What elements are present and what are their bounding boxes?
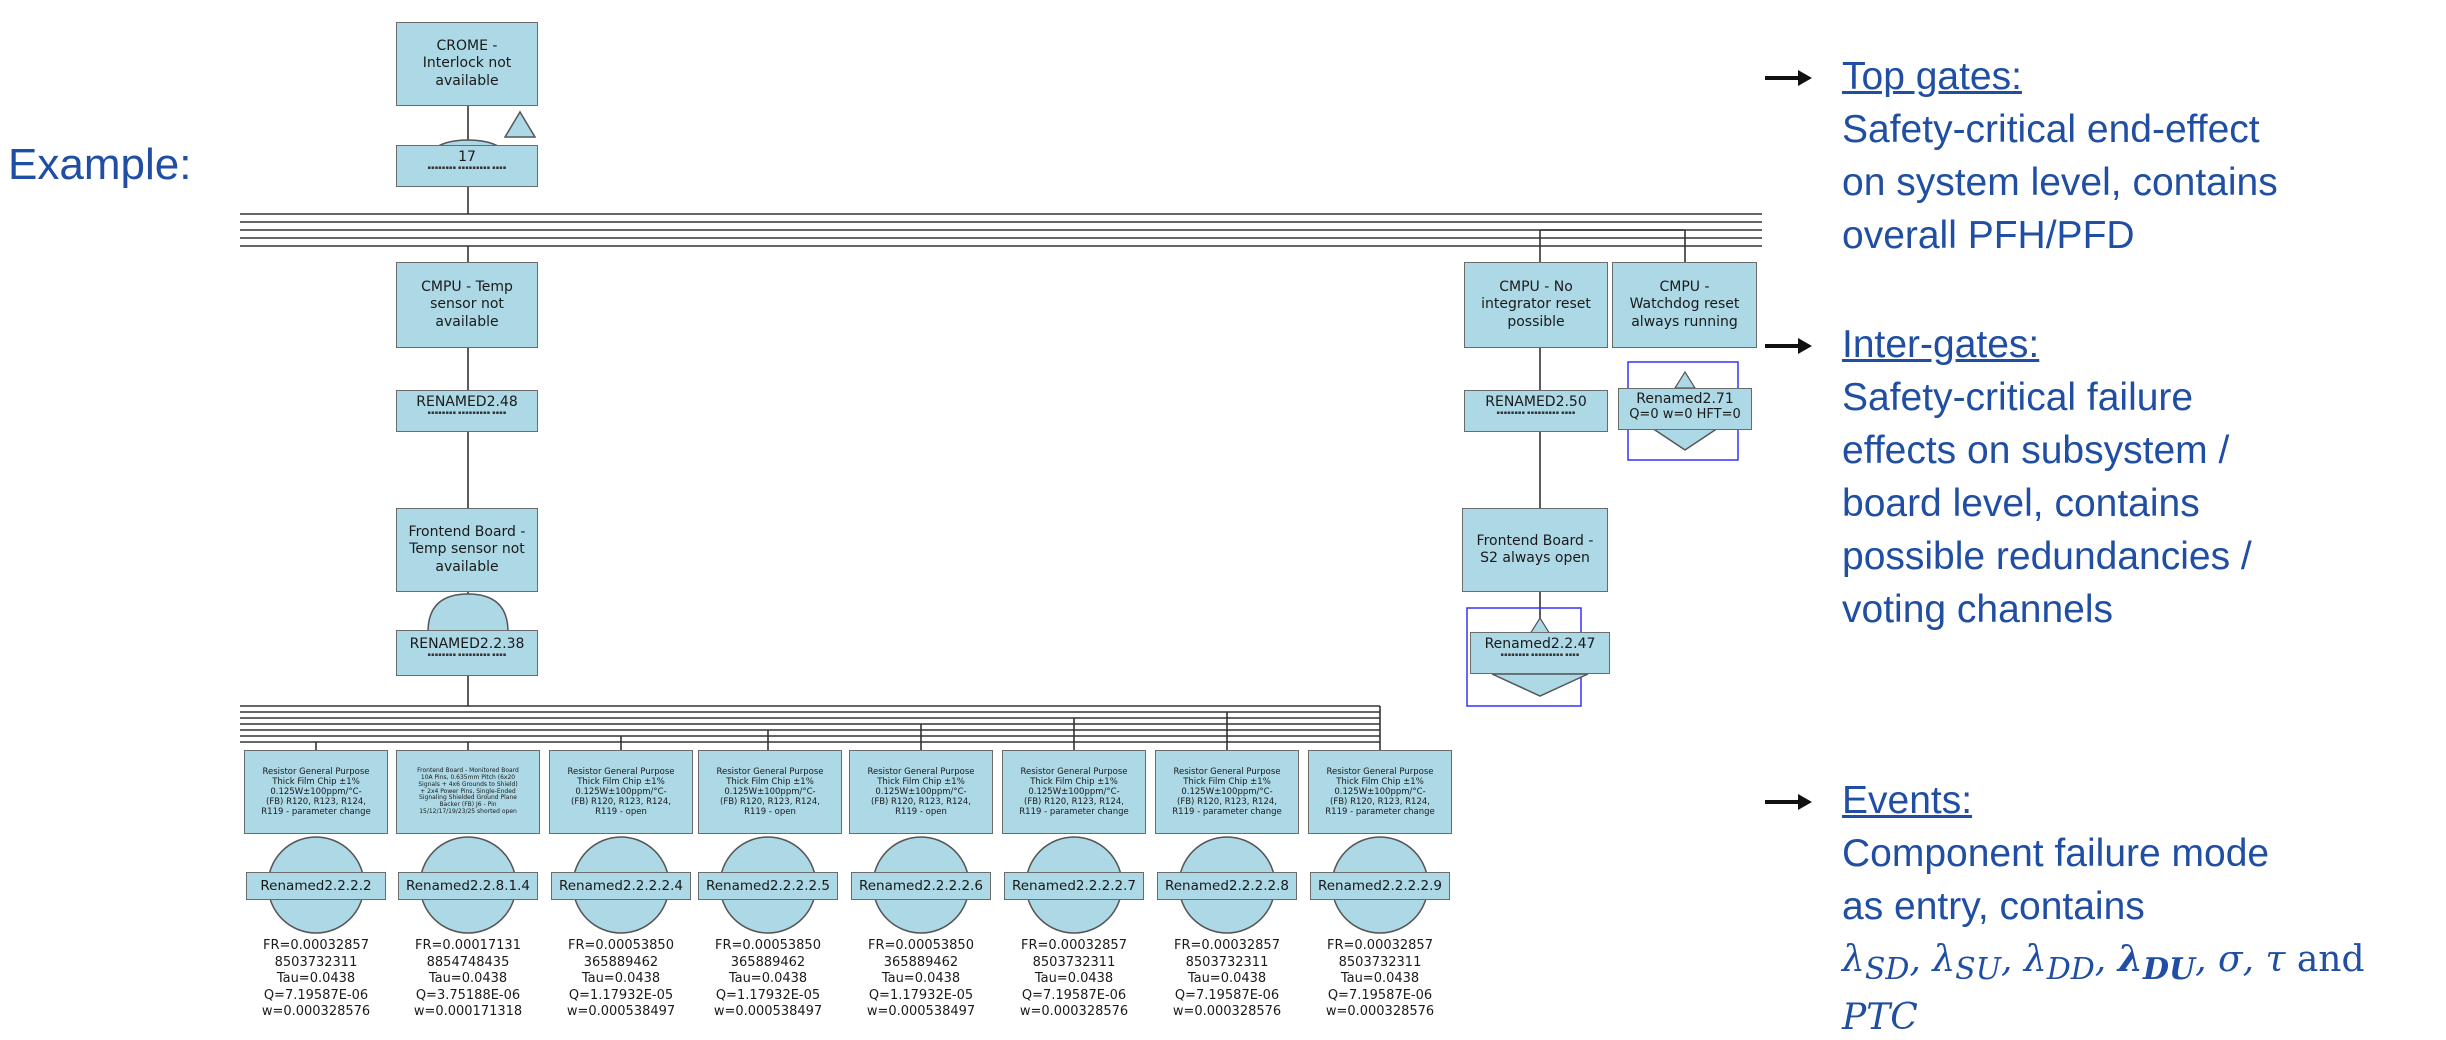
legend-top-gates-body: Safety-critical end-effect on system lev… — [1842, 108, 2278, 257]
event-box[interactable]: Resistor General Purpose Thick Film Chip… — [549, 750, 693, 834]
gate-renamed-2-2-38-label: RENAMED2.2.38 — [409, 636, 525, 652]
legend-events: Events: Component failure mode as entry,… — [1842, 774, 2365, 1040]
legend-events-body: Component failure mode as entry, contain… — [1842, 832, 2270, 928]
transfer-renamed-2-71-label: Renamed2.71 — [1636, 391, 1734, 407]
gate-renamed-2-50-sub: ▪▪▪▪▪▪▪▪ ▪▪▪▪▪▪▪▪▪ ▪▪▪▪ — [1496, 410, 1576, 416]
event-box[interactable]: Resistor General Purpose Thick Film Chip… — [1002, 750, 1146, 834]
gate-frontend-temp[interactable]: Frontend Board - Temp sensor not availab… — [396, 508, 538, 592]
legend-inter-gates-header: Inter-gates: — [1842, 323, 2040, 366]
event-box[interactable]: Resistor General Purpose Thick Film Chip… — [244, 750, 388, 834]
example-label: Example: — [8, 140, 192, 189]
gate-renamed-2-50[interactable]: RENAMED2.50 ▪▪▪▪▪▪▪▪ ▪▪▪▪▪▪▪▪▪ ▪▪▪▪ — [1464, 390, 1608, 432]
transfer-renamed-2-2-47-label: Renamed2.2.47 — [1484, 636, 1596, 652]
event-box[interactable]: Resistor General Purpose Thick Film Chip… — [849, 750, 993, 834]
event-label[interactable]: Renamed2.2.8.1.4 — [398, 872, 538, 900]
event-box[interactable]: Resistor General Purpose Thick Film Chip… — [1308, 750, 1452, 834]
legend-events-formula: λSD, λSU, λDD, λDU, σ, τ and — [1842, 938, 2365, 988]
gate-frontend-s2[interactable]: Frontend Board - S2 always open — [1462, 508, 1608, 592]
transfer-renamed-2-2-47[interactable]: Renamed2.2.47 ▪▪▪▪▪▪▪▪ ▪▪▪▪▪▪▪▪▪ ▪▪▪▪ — [1470, 632, 1610, 674]
event-label[interactable]: Renamed2.2.2.2.6 — [851, 872, 991, 900]
gate-renamed-2-48-sub: ▪▪▪▪▪▪▪▪ ▪▪▪▪▪▪▪▪▪ ▪▪▪▪ — [427, 410, 507, 416]
event-box[interactable]: Resistor General Purpose Thick Film Chip… — [1155, 750, 1299, 834]
transfer-renamed-2-71[interactable]: Renamed2.71 Q=0 w=0 HFT=0 — [1618, 388, 1752, 430]
event-label[interactable]: Renamed2.2.2.2.5 — [698, 872, 838, 900]
gate-renamed-2-2-38[interactable]: RENAMED2.2.38 ▪▪▪▪▪▪▪▪ ▪▪▪▪▪▪▪▪▪ ▪▪▪▪ — [396, 630, 538, 676]
event-box[interactable]: Frontend Board - Monitored Board 10A Pin… — [396, 750, 540, 834]
gate-renamed-2-50-label: RENAMED2.50 — [1485, 394, 1587, 410]
top-gate-id: 17 — [458, 149, 476, 165]
legend-top-gates-header: Top gates: — [1842, 55, 2022, 98]
event-label[interactable]: Renamed2.2.2.2.7 — [1004, 872, 1144, 900]
event-box[interactable]: Resistor General Purpose Thick Film Chip… — [698, 750, 842, 834]
legend-events-header: Events: — [1842, 779, 1973, 822]
transfer-renamed-2-71-sub: Q=0 w=0 HFT=0 — [1629, 407, 1741, 422]
event-label[interactable]: Renamed2.2.2.2.4 — [551, 872, 691, 900]
gate-cmpu-integrator[interactable]: CMPU - No integrator reset possible — [1464, 262, 1608, 348]
gate-cmpu-watchdog[interactable]: CMPU - Watchdog reset always running — [1612, 262, 1757, 348]
top-gate-label[interactable]: 17 ▪▪▪▪▪▪▪▪ ▪▪▪▪▪▪▪▪▪ ▪▪▪▪ — [396, 145, 538, 187]
gate-renamed-2-48[interactable]: RENAMED2.48 ▪▪▪▪▪▪▪▪ ▪▪▪▪▪▪▪▪▪ ▪▪▪▪ — [396, 390, 538, 432]
legend-inter-gates: Inter-gates: Safety-critical failure eff… — [1842, 318, 2252, 636]
top-gate-crome[interactable]: CROME - Interlock not available — [396, 22, 538, 106]
event-label[interactable]: Renamed2.2.2.2.9 — [1310, 872, 1450, 900]
event-label[interactable]: Renamed2.2.2.2 — [246, 872, 386, 900]
event-label[interactable]: Renamed2.2.2.2.8 — [1157, 872, 1297, 900]
gate-renamed-2-2-38-sub: ▪▪▪▪▪▪▪▪ ▪▪▪▪▪▪▪▪▪ ▪▪▪▪ — [427, 652, 507, 658]
top-gate-sub: ▪▪▪▪▪▪▪▪ ▪▪▪▪▪▪▪▪▪ ▪▪▪▪ — [427, 165, 507, 171]
gate-cmpu-temp[interactable]: CMPU - Temp sensor not available — [396, 262, 538, 348]
gate-renamed-2-48-label: RENAMED2.48 — [416, 394, 518, 410]
transfer-renamed-2-2-47-sub: ▪▪▪▪▪▪▪▪ ▪▪▪▪▪▪▪▪▪ ▪▪▪▪ — [1500, 652, 1580, 658]
legend-top-gates: Top gates: Safety-critical end-effect on… — [1842, 50, 2278, 262]
legend-events-ptc: PTC — [1842, 997, 1918, 1039]
legend-inter-gates-body: Safety-critical failure effects on subsy… — [1842, 376, 2252, 631]
